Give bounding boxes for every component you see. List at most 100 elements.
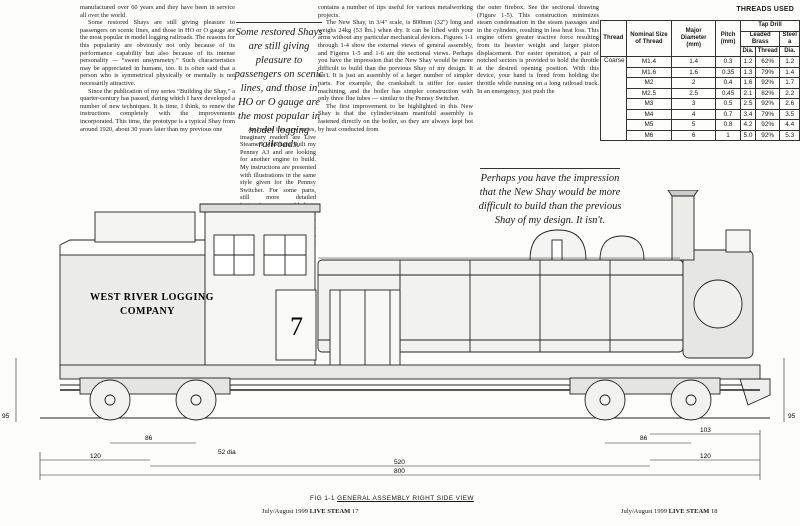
footer-magazine: LIVE STEAM — [309, 508, 351, 515]
company-name-line2: COMPANY — [120, 306, 175, 317]
table-cell: 3.5 — [779, 108, 800, 120]
col-header-tap-drill: Tap Drill — [740, 20, 800, 32]
paragraph: contains a number of tips useful for var… — [318, 4, 473, 19]
dimension-wheel-dia: 52 dia — [218, 449, 236, 456]
table-cell: 0.35 — [715, 66, 742, 78]
sand-dome — [599, 235, 645, 261]
table-cell: 1.6 — [671, 66, 717, 78]
table-cell: M1.6 — [625, 66, 673, 78]
dimension-height-left: 95 — [2, 413, 10, 420]
table-cell: 1.2 — [779, 56, 800, 68]
page-footer-right: July/August 1999 LIVE STEAM 18 — [621, 508, 717, 515]
col-header-thread: Thread — [600, 20, 627, 57]
article-column-1: manufactured over 60 years and they have… — [80, 4, 235, 133]
table-cell: 0.4 — [715, 77, 742, 89]
table-cell: 2.6 — [779, 98, 800, 110]
company-name-line1: WEST RIVER LOGGING — [90, 292, 214, 303]
cab-number-panel — [275, 289, 317, 361]
table-cell: 92% — [754, 129, 781, 141]
footer-magazine: LIVE STEAM — [668, 508, 710, 515]
table-cell: 62% — [754, 56, 781, 68]
col-header-leaded-brass: Leaded Brass — [740, 30, 781, 47]
article-column-4: the outer firebox. See the sectional dra… — [477, 4, 599, 95]
wheel — [670, 379, 712, 421]
table-cell: 3 — [671, 98, 717, 110]
table-cell: 1.2 — [740, 56, 756, 68]
table-cell: 79% — [754, 66, 781, 78]
thread-group-label: Coarse — [600, 56, 627, 141]
table-cell: 0.45 — [715, 87, 742, 99]
paragraph: the outer firebox. See the sectional dra… — [477, 4, 599, 95]
table-cell: 2.1 — [740, 87, 756, 99]
dimension-height-right: 95 — [788, 413, 796, 420]
paragraph: Since the publication of my series “Buil… — [80, 87, 235, 133]
table-cell: 0.5 — [715, 98, 742, 110]
table-cell: M3 — [625, 98, 673, 110]
paragraph: The first improvement to be highlighted … — [318, 102, 473, 133]
threads-grid: Thread Nominal Size of Thread Major Diam… — [600, 20, 800, 141]
table-cell: 79% — [754, 108, 781, 120]
col-header-major: Major Diameter (mm) — [671, 20, 717, 57]
table-cell: 5 — [671, 119, 717, 131]
pull-quote-rule — [480, 168, 620, 169]
table-cell: M1.4 — [625, 56, 673, 68]
col-header-steel: Steel a — [779, 30, 800, 47]
table-cell: 0.8 — [715, 119, 742, 131]
table-cell: 92% — [754, 119, 781, 131]
table-cell: 92% — [754, 77, 781, 89]
threads-table: THREADS USED Thread Nominal Size of Thre… — [600, 6, 800, 141]
table-cell: 1.7 — [779, 77, 800, 89]
cab-roof — [199, 203, 321, 213]
table-cell: 2.5 — [740, 98, 756, 110]
dimension-overall-length: 800 — [394, 468, 405, 475]
table-cell: 1.6 — [740, 77, 756, 89]
dimension-truck-span: 103 — [700, 427, 711, 434]
table-cell: 1.4 — [779, 66, 800, 78]
table-cell: 1.4 — [671, 56, 717, 68]
smokestack — [671, 190, 695, 261]
table-cell: M5 — [625, 119, 673, 131]
paragraph: manufactured over 60 years and they have… — [80, 4, 235, 19]
table-cell: M4 — [625, 108, 673, 120]
table-cell: 92% — [754, 98, 781, 110]
paragraph: Some restored Shays are still giving ple… — [80, 19, 236, 87]
table-cell: 82% — [754, 87, 781, 99]
table-title: THREADS USED — [736, 6, 794, 13]
col-header-dia: Dia. — [740, 45, 756, 57]
pilot — [739, 378, 771, 406]
table-cell: 2.2 — [779, 87, 800, 99]
table-cell: 0.7 — [715, 108, 742, 120]
figure-caption: FIG 1-1 GENERAL ASSEMBLY RIGHT SIDE VIEW — [310, 495, 474, 502]
table-cell: 2.5 — [671, 87, 717, 99]
table-cell: 4 — [671, 108, 717, 120]
col-header-dia-steel: Dia. — [779, 45, 800, 57]
pull-quote: Some restored Shays are still giving ple… — [234, 27, 324, 150]
pull-quote: Perhaps you have the impression that the… — [478, 173, 622, 226]
footer-date: July/August 1999 — [621, 508, 668, 515]
frame — [59, 364, 761, 380]
headlight — [725, 229, 751, 253]
dimension-overhang-left: 120 — [90, 453, 101, 460]
col-header-thread-pct: Thread — [754, 45, 781, 57]
paragraph: The New Shay, in 3/4" scale, is 800mm (3… — [318, 19, 473, 103]
table-cell: 6 — [671, 129, 717, 141]
dimension-truck-wheelbase-left: 86 — [145, 435, 153, 442]
table-cell: 5.0 — [740, 129, 756, 141]
wheel — [584, 379, 626, 421]
page-footer-left: July/August 1999 LIVE STEAM 17 — [262, 508, 358, 515]
table-cell: M6 — [625, 129, 673, 141]
dimension-truck-centers: 520 — [394, 459, 405, 466]
table-cell: 2 — [671, 77, 717, 89]
table-cell: 1 — [715, 129, 742, 141]
col-header-nominal: Nominal Size of Thread — [625, 20, 673, 57]
dimension-lines — [15, 358, 785, 480]
tender-bunker — [94, 211, 196, 243]
table-cell: 0.3 — [715, 56, 742, 68]
